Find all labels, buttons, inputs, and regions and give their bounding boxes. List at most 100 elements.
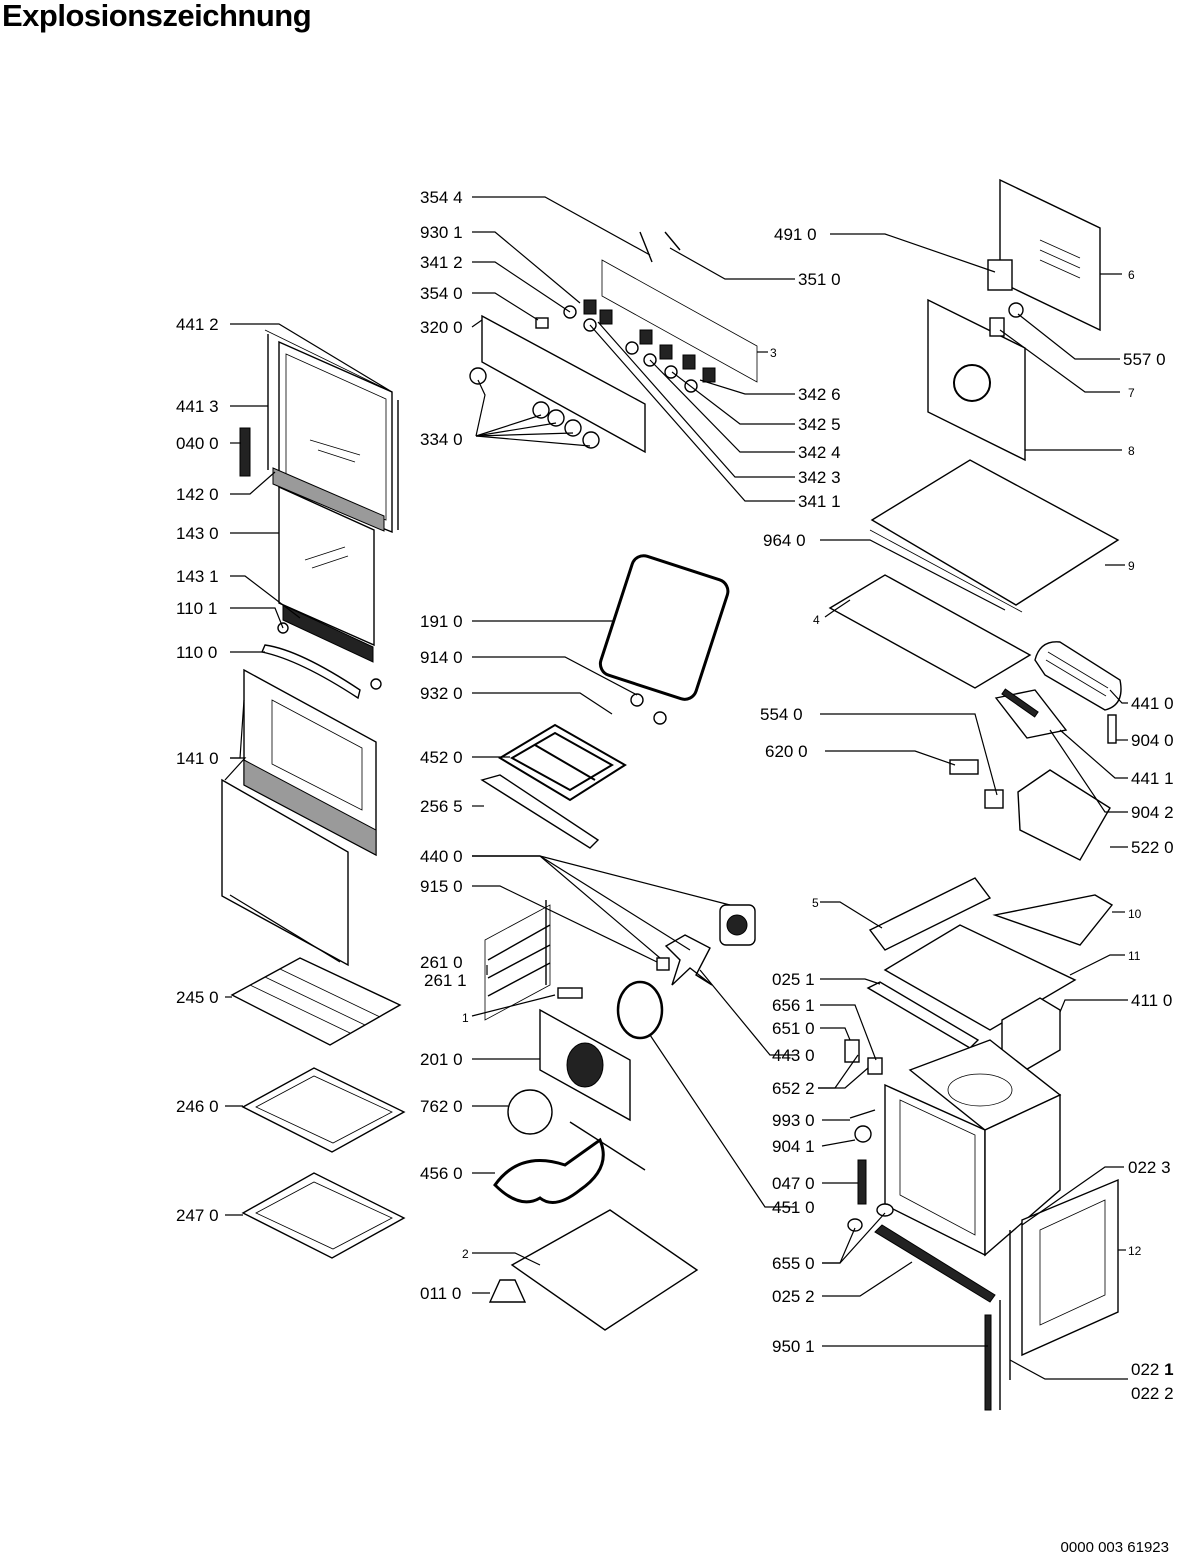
control-knob-icon — [469, 367, 600, 449]
grill-element-icon — [498, 723, 627, 802]
label-022-1: 022 1 — [1131, 1360, 1174, 1379]
top-frame-icon — [883, 924, 1077, 1031]
label-491-0: 491 0 — [774, 225, 817, 244]
label-904-1: 904 1 — [772, 1137, 815, 1156]
bottom-plate-icon — [510, 1209, 699, 1331]
label-557-0: 557 0 — [1123, 350, 1166, 369]
door-frame-right-icon — [1021, 1178, 1119, 1357]
label-441-1: 441 1 — [1131, 769, 1174, 788]
label-6: 6 — [1128, 268, 1135, 282]
label-143-0: 143 0 — [176, 524, 219, 543]
label-245-0: 245 0 — [176, 988, 219, 1007]
label-12: 12 — [1128, 1244, 1142, 1258]
label-930-1: 930 1 — [420, 223, 463, 242]
label-247-0: 247 0 — [176, 1206, 219, 1225]
label-342-5: 342 5 — [798, 415, 841, 434]
glass-bracket-icon — [282, 604, 374, 663]
label-2: 2 — [462, 1247, 469, 1261]
label-351-0: 351 0 — [798, 270, 841, 289]
label-342-3: 342 3 — [798, 468, 841, 487]
outer-door-icon — [221, 668, 377, 967]
label-341-2: 341 2 — [420, 253, 463, 272]
switch-icon — [563, 299, 716, 393]
label-904-2: 904 2 — [1131, 803, 1174, 822]
label-342-6: 342 6 — [798, 385, 841, 404]
label-443-0: 443 0 — [772, 1046, 815, 1065]
label-141-0: 141 0 — [176, 749, 219, 768]
label-047-0: 047 0 — [772, 1174, 815, 1193]
label-441-0: 441 0 — [1131, 694, 1174, 713]
baking-tray-icon — [241, 1067, 406, 1259]
label-256-5: 256 5 — [420, 797, 463, 816]
back-panel-icon — [999, 178, 1101, 332]
label-8: 8 — [1128, 444, 1135, 458]
fan-motor-icon — [656, 904, 756, 986]
label-191-0: 191 0 — [420, 612, 463, 631]
thermostat-icon — [987, 259, 1013, 291]
page-title: Explosionszeichnung — [2, 0, 312, 33]
label-022-2: 022 2 — [1131, 1384, 1174, 1403]
document-number: 0000 003 61923 — [1060, 1539, 1169, 1556]
foot-icon — [488, 1279, 527, 1303]
bottom-element-icon — [493, 1137, 605, 1204]
label-914-0: 914 0 — [420, 648, 463, 667]
door-handle-icon — [261, 644, 361, 700]
label-964-0: 964 0 — [763, 531, 806, 550]
label-411-0: 411 0 — [1131, 991, 1172, 1010]
label-441-2: 441 2 — [176, 315, 219, 334]
label-452-0: 452 0 — [420, 748, 463, 767]
label-620-0: 620 0 — [765, 742, 808, 761]
label-4: 4 — [813, 613, 820, 627]
cooling-fan-assembly-icon — [1017, 769, 1111, 861]
label-10: 10 — [1128, 907, 1142, 921]
rear-panel-icon — [539, 1008, 631, 1122]
hinge-icon — [239, 427, 251, 477]
label-7: 7 — [1128, 386, 1135, 400]
label-451-0: 451 0 — [772, 1198, 815, 1217]
label-246-0: 246 0 — [176, 1097, 219, 1116]
inner-glass-icon — [278, 485, 375, 647]
label-261-1: 261 1 — [424, 971, 467, 990]
leader-lines — [224, 196, 1128, 1380]
grill-bracket-icon — [480, 774, 600, 849]
label-025-1: 025 1 — [772, 970, 815, 989]
label-554-0: 554 0 — [760, 705, 803, 724]
label-522-0: 522 0 — [1131, 838, 1174, 857]
label-261-0: 261 0 — [420, 953, 463, 972]
label-5: 5 — [812, 896, 819, 910]
label-441-3: 441 3 — [176, 397, 219, 416]
label-456-0: 456 0 — [420, 1164, 463, 1183]
label-201-0: 201 0 — [420, 1050, 463, 1069]
label-655-0: 655 0 — [772, 1254, 815, 1273]
label-3: 3 — [770, 346, 777, 360]
label-354-0: 354 0 — [420, 284, 463, 303]
label-022-3: 022 3 — [1128, 1158, 1171, 1177]
label-904-0: 904 0 — [1131, 731, 1174, 750]
bottom-rail-icon — [874, 1224, 996, 1303]
door-gasket-icon — [598, 554, 730, 701]
fan-cover-panel-icon — [927, 298, 1026, 462]
label-142-0: 142 0 — [176, 485, 219, 504]
oven-cavity-icon — [884, 1039, 1062, 1257]
label-652-2: 652 2 — [772, 1079, 815, 1098]
label-762-0: 762 0 — [420, 1097, 463, 1116]
top-cover-icon — [870, 459, 1120, 606]
label-342-4: 342 4 — [798, 443, 841, 462]
label-440-0: 440 0 — [420, 847, 463, 866]
shelf-support-icon — [484, 900, 551, 1021]
label-9: 9 — [1128, 559, 1135, 573]
tangential-fan-icon — [1034, 641, 1122, 744]
oven-door-frame-icon — [264, 329, 399, 534]
label-993-0: 993 0 — [772, 1111, 815, 1130]
label-656-1: 656 1 — [772, 996, 815, 1015]
control-panel-icon — [481, 259, 758, 454]
label-651-0: 651 0 — [772, 1019, 815, 1038]
label-1: 1 — [462, 1011, 469, 1025]
label-110-0: 110 0 — [176, 643, 217, 662]
label-950-1: 950 1 — [772, 1337, 815, 1356]
label-341-1: 341 1 — [798, 492, 841, 511]
switch-box-icon — [844, 1039, 860, 1063]
label-334-0: 334 0 — [420, 430, 463, 449]
insulation-plate-icon — [828, 574, 1032, 689]
